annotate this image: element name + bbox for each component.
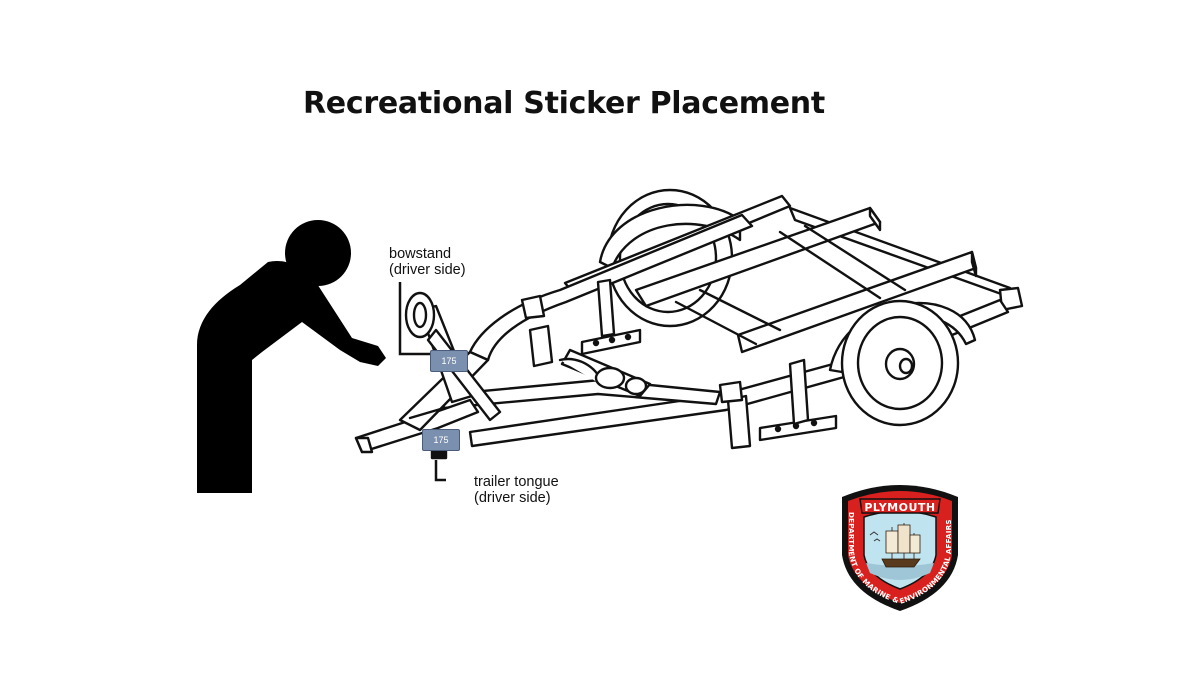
seal-arc-textpath: DEPARTMENT OF MARINE & ENVIRONMENTAL AFF…	[847, 512, 953, 606]
left-side-rail	[468, 213, 754, 362]
person-body	[197, 260, 386, 493]
bracket-rear-left	[718, 358, 838, 450]
bowstand-sticker: 175	[430, 350, 468, 372]
trailer-drawing	[354, 188, 1024, 460]
tongue-leader	[434, 460, 446, 482]
ship-icon	[881, 523, 921, 568]
callout-lines	[398, 282, 446, 482]
seal-banner	[859, 498, 941, 514]
person-figure	[197, 220, 386, 493]
tongue-sticker: 175	[422, 429, 460, 451]
tongue-label: trailer tongue (driver side)	[474, 474, 559, 506]
front-wheel	[840, 299, 960, 427]
page-title: Recreational Sticker Placement	[303, 86, 825, 121]
bowstand-leader	[398, 282, 430, 356]
plymouth-seal-logo	[842, 485, 958, 611]
bracket-front-left	[520, 278, 642, 368]
bowstand-label-line1: bowstand	[389, 246, 452, 262]
bowstand-label: bowstand (driver side)	[389, 246, 466, 278]
tongue-label-line1: trailer tongue	[474, 474, 559, 490]
svg-text:DEPARTMENT OF MARINE & ENVIRON: DEPARTMENT OF MARINE & ENVIRONMENTAL AFF…	[847, 512, 953, 606]
seal-arc-text: DEPARTMENT OF MARINE & ENVIRONMENTAL AFF…	[847, 512, 953, 606]
tongue-jack	[430, 448, 448, 460]
keel-roller	[594, 366, 626, 390]
tongue-label-line2: (driver side)	[474, 490, 551, 506]
bowstand-label-line2: (driver side)	[389, 262, 466, 278]
seal-name-text: PLYMOUTH	[864, 501, 936, 514]
